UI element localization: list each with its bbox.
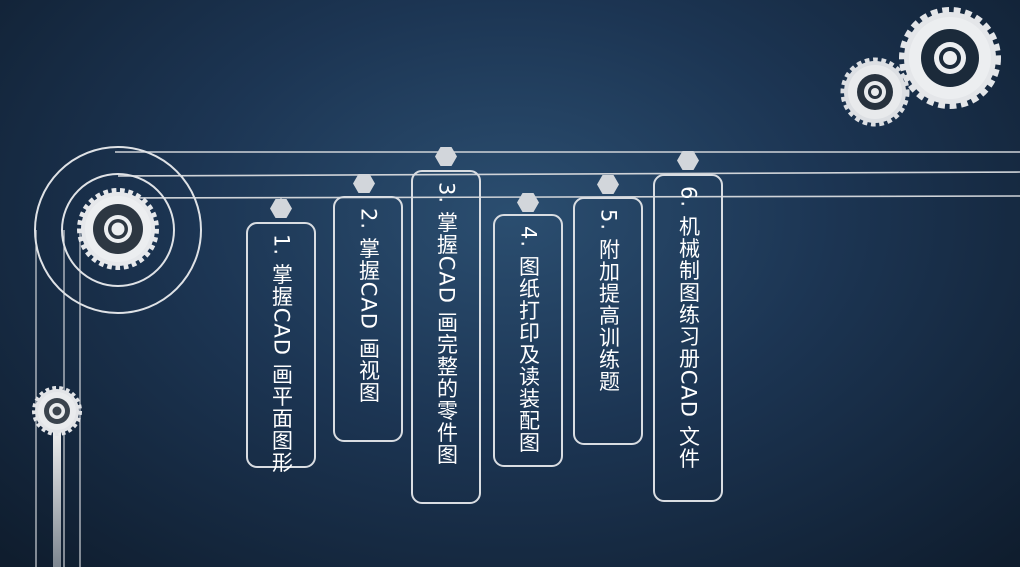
gear-stem [53,425,61,567]
step-card-2[interactable]: 2. 掌握CAD 画视图 [333,196,403,442]
hexagon-icon [435,147,457,166]
gear-icon [32,386,82,436]
hexagon-icon [597,175,619,194]
concentric-rings [34,146,202,314]
step-card-4[interactable]: 4. 图纸打印及读装配图 [493,214,563,467]
rail-lines [115,151,1020,199]
step-card-label: 3. 掌握CAD 画完整的零件图 [434,182,459,466]
gear-icon [77,188,159,270]
step-card-5[interactable]: 5. 附加提高训练题 [573,197,643,445]
hexagon-icon [517,193,539,212]
step-card-1[interactable]: 1. 掌握CAD 画平面图形 [246,222,316,474]
step-card-label: 5. 附加提高训练题 [596,209,621,393]
step-card-6[interactable]: 6. 机械制图练习册CAD 文件 [653,174,723,502]
step-card-label: 2. 掌握CAD 画视图 [356,208,381,404]
gear-icon [840,57,910,127]
hexagon-icon [677,151,699,170]
hexagon-icon [353,174,375,193]
gear-icon [899,7,1001,109]
step-card-label: 4. 图纸打印及读装配图 [516,226,541,454]
step-card-label: 1. 掌握CAD 画平面图形 [269,234,294,474]
hexagon-icon [270,199,292,218]
step-card-label: 6. 机械制图练习册CAD 文件 [676,186,701,470]
step-card-3[interactable]: 3. 掌握CAD 画完整的零件图 [411,170,481,504]
